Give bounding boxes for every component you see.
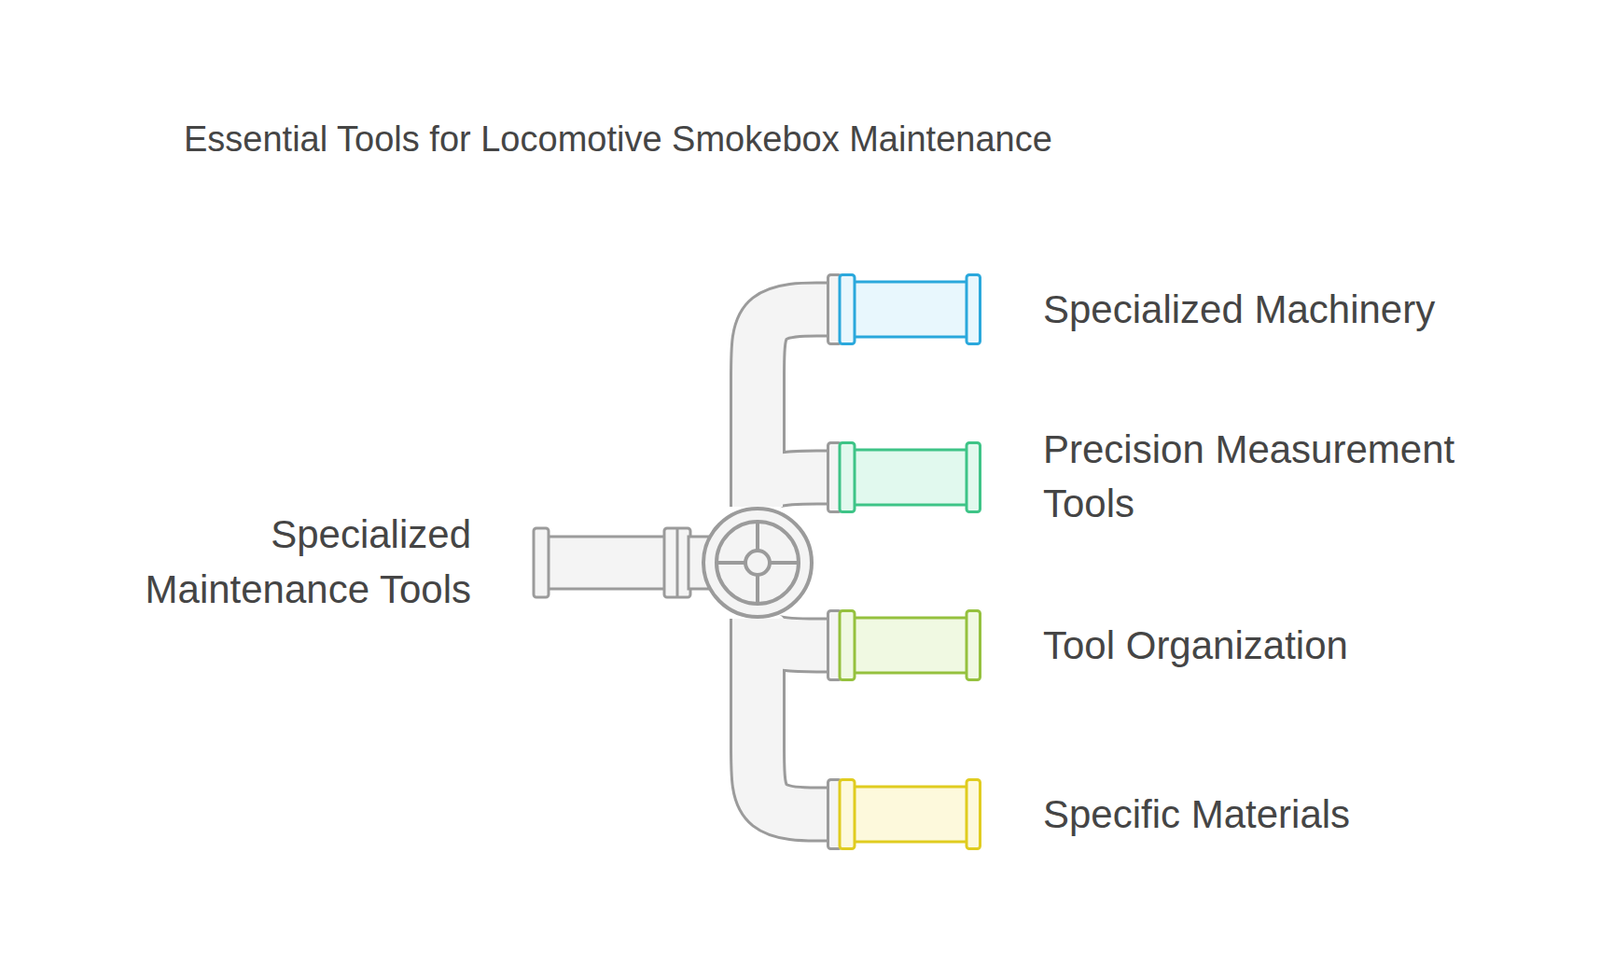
pipe-connector <box>757 477 829 508</box>
node-label: Specific Materials <box>1043 786 1510 842</box>
pipe-drawing <box>826 609 982 682</box>
pipe-hub: Specialized Maintenance Tools <box>533 506 814 619</box>
pipe-segment: Specific Materials <box>826 778 982 850</box>
pipe-connector <box>757 309 829 508</box>
node-label: Tool Organization <box>1043 617 1510 673</box>
node-label: Precision Measurement Tools <box>1043 422 1510 533</box>
diagram-title: Essential Tools for Locomotive Smokebox … <box>183 119 1053 160</box>
pipe-drawing <box>826 273 982 346</box>
node-label: Specialized Maintenance Tools <box>60 507 472 618</box>
pipe-segment: Precision Measurement Tools <box>826 441 982 514</box>
pipe-segment: Specialized Machinery <box>826 273 982 346</box>
pipe-connector-fill <box>757 309 829 508</box>
pipe-segment: Tool Organization <box>826 609 982 682</box>
hub-drawing <box>533 506 814 619</box>
pipe-drawing <box>826 778 982 850</box>
pipe-drawing <box>826 441 982 514</box>
node-label: Specialized Machinery <box>1043 281 1510 337</box>
pipe-connector-fill <box>757 618 829 815</box>
pipe-connector-fill <box>757 477 829 508</box>
pipe-connector <box>757 618 829 815</box>
